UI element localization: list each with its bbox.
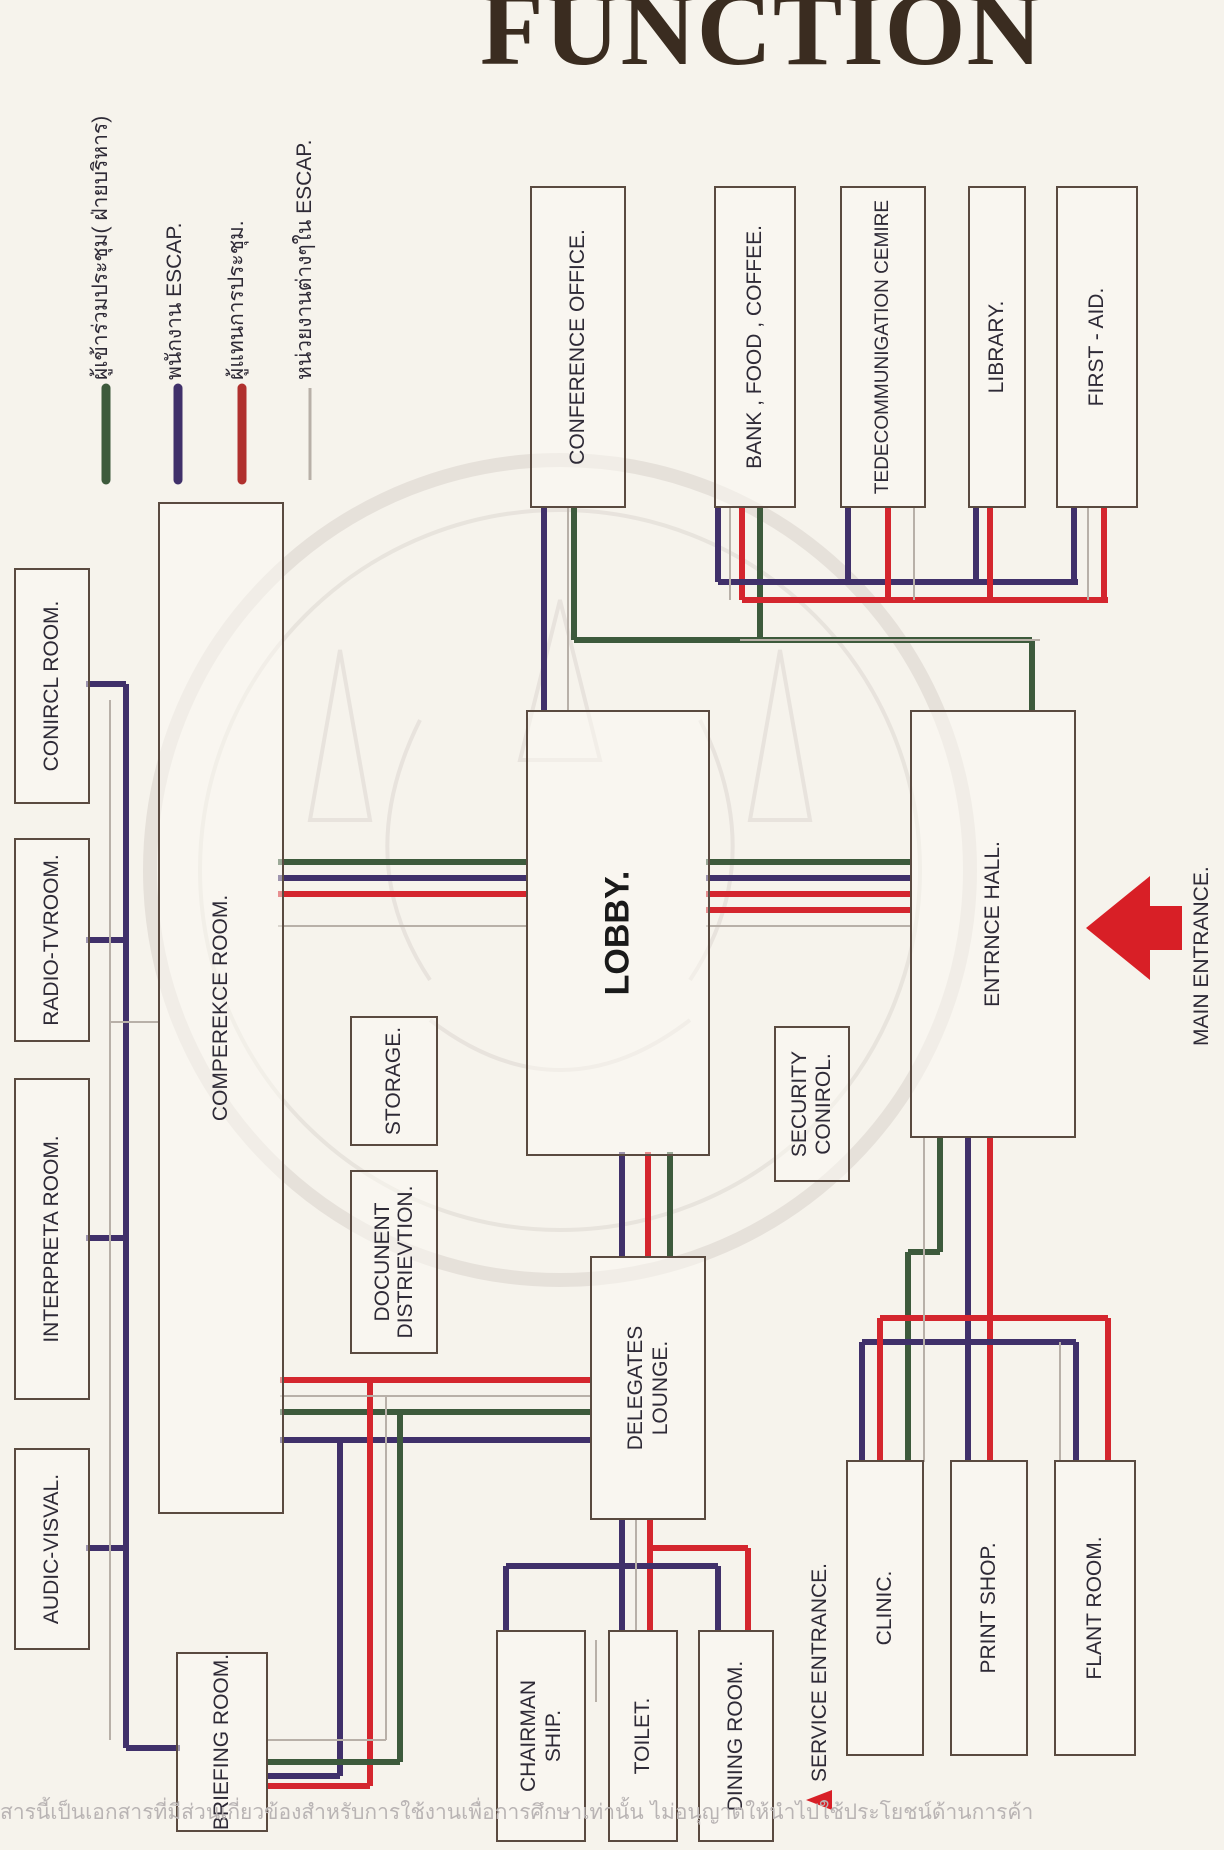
telecommunication-centre-box: TEDECOMMUNIGATION CEMIRE xyxy=(840,186,926,508)
chairmanship-label: CHAIRMAN SHIP. xyxy=(516,1661,566,1811)
audio-visual-label: AUDIC-VISVAL. xyxy=(40,1474,64,1624)
interpreter-room-box: INTERPRETA ROOM. xyxy=(14,1078,90,1400)
clinic-label: CLINIC. xyxy=(873,1571,897,1646)
conference-office-box: CONFERENCE OFFICE. xyxy=(530,186,626,508)
legend-item-delegates: ผู้เข้าร่วมประชุม( ฝ่ายบริหาร) xyxy=(84,116,117,380)
legend-item-escap-units: หน่วยงานต่างๆใน ESCAP. xyxy=(288,140,321,380)
conference-room-box: COMPEREKCE ROOM. xyxy=(158,502,284,1514)
clinic-box: CLINIC. xyxy=(846,1460,924,1756)
print-shop-box: PRINT SHOP. xyxy=(950,1460,1028,1756)
conference-room-label: COMPEREKCE ROOM. xyxy=(209,895,233,1121)
plant-room-label: FLANT ROOM. xyxy=(1083,1536,1107,1679)
audio-visual-box: AUDIC-VISVAL. xyxy=(14,1448,90,1650)
service-entrance-label: SERVICE ENTRANCE. xyxy=(808,1563,832,1782)
document-distribution-label: DOCUNENT DISTRIEVTION. xyxy=(371,1182,417,1342)
legend-item-escap-staff: พนักงาน ESCAP. xyxy=(158,223,191,380)
bank-food-coffee-label: BANK , FOOD , COFFEE. xyxy=(743,225,767,469)
legend-item-representatives: ผู้แทนการประชุม. xyxy=(220,220,253,380)
main-entrance-arrow-icon xyxy=(1086,876,1182,980)
entrance-hall-label: ENTRNCE HALL. xyxy=(981,841,1005,1007)
storage-box: STORAGE. xyxy=(350,1016,438,1146)
security-control-box: SECURITY CONIROL. xyxy=(774,1026,850,1182)
security-control-label: SECURITY CONIROL. xyxy=(788,1034,836,1174)
lobby-label: LOBBY. xyxy=(599,871,638,996)
conference-office-label: CONFERENCE OFFICE. xyxy=(566,229,590,465)
first-aid-label: FIRST - AID. xyxy=(1085,288,1109,407)
interpreter-room-label: INTERPRETA ROOM. xyxy=(40,1135,64,1342)
storage-label: STORAGE. xyxy=(382,1027,406,1135)
lobby-box: LOBBY. xyxy=(526,710,710,1156)
print-shop-label: PRINT SHOP. xyxy=(977,1542,1001,1673)
library-label: LIBRARY. xyxy=(985,301,1009,394)
plant-room-box: FLANT ROOM. xyxy=(1054,1460,1136,1756)
delegates-lounge-label: DELEGATES LOUNGE. xyxy=(623,1288,673,1488)
bank-food-coffee-box: BANK , FOOD , COFFEE. xyxy=(714,186,796,508)
library-box: LIBRARY. xyxy=(968,186,1026,508)
main-entrance-label: MAIN ENTRANCE. xyxy=(1190,866,1214,1046)
page-title: FUNCTION xyxy=(480,0,1043,82)
telecommunication-centre-label: TEDECOMMUNIGATION CEMIRE xyxy=(872,200,894,494)
first-aid-box: FIRST - AID. xyxy=(1056,186,1138,508)
control-room-label: CONIRCL ROOM. xyxy=(40,601,64,772)
radio-tv-room-label: RADIO-TVROOM. xyxy=(40,854,64,1026)
copyright-notice: สารนี้เป็นเอกสารที่มีส่วนเกี่ยวข้องสำหรั… xyxy=(0,1796,1033,1829)
delegates-lounge-box: DELEGATES LOUNGE. xyxy=(590,1256,706,1520)
toilet-label: TOILET. xyxy=(631,1698,655,1775)
radio-tv-room-box: RADIO-TVROOM. xyxy=(14,838,90,1042)
control-room-box: CONIRCL ROOM. xyxy=(14,568,90,804)
dining-room-label: DINING ROOM. xyxy=(724,1661,748,1812)
entrance-hall-box: ENTRNCE HALL. xyxy=(910,710,1076,1138)
document-distribution-box: DOCUNENT DISTRIEVTION. xyxy=(350,1170,438,1354)
